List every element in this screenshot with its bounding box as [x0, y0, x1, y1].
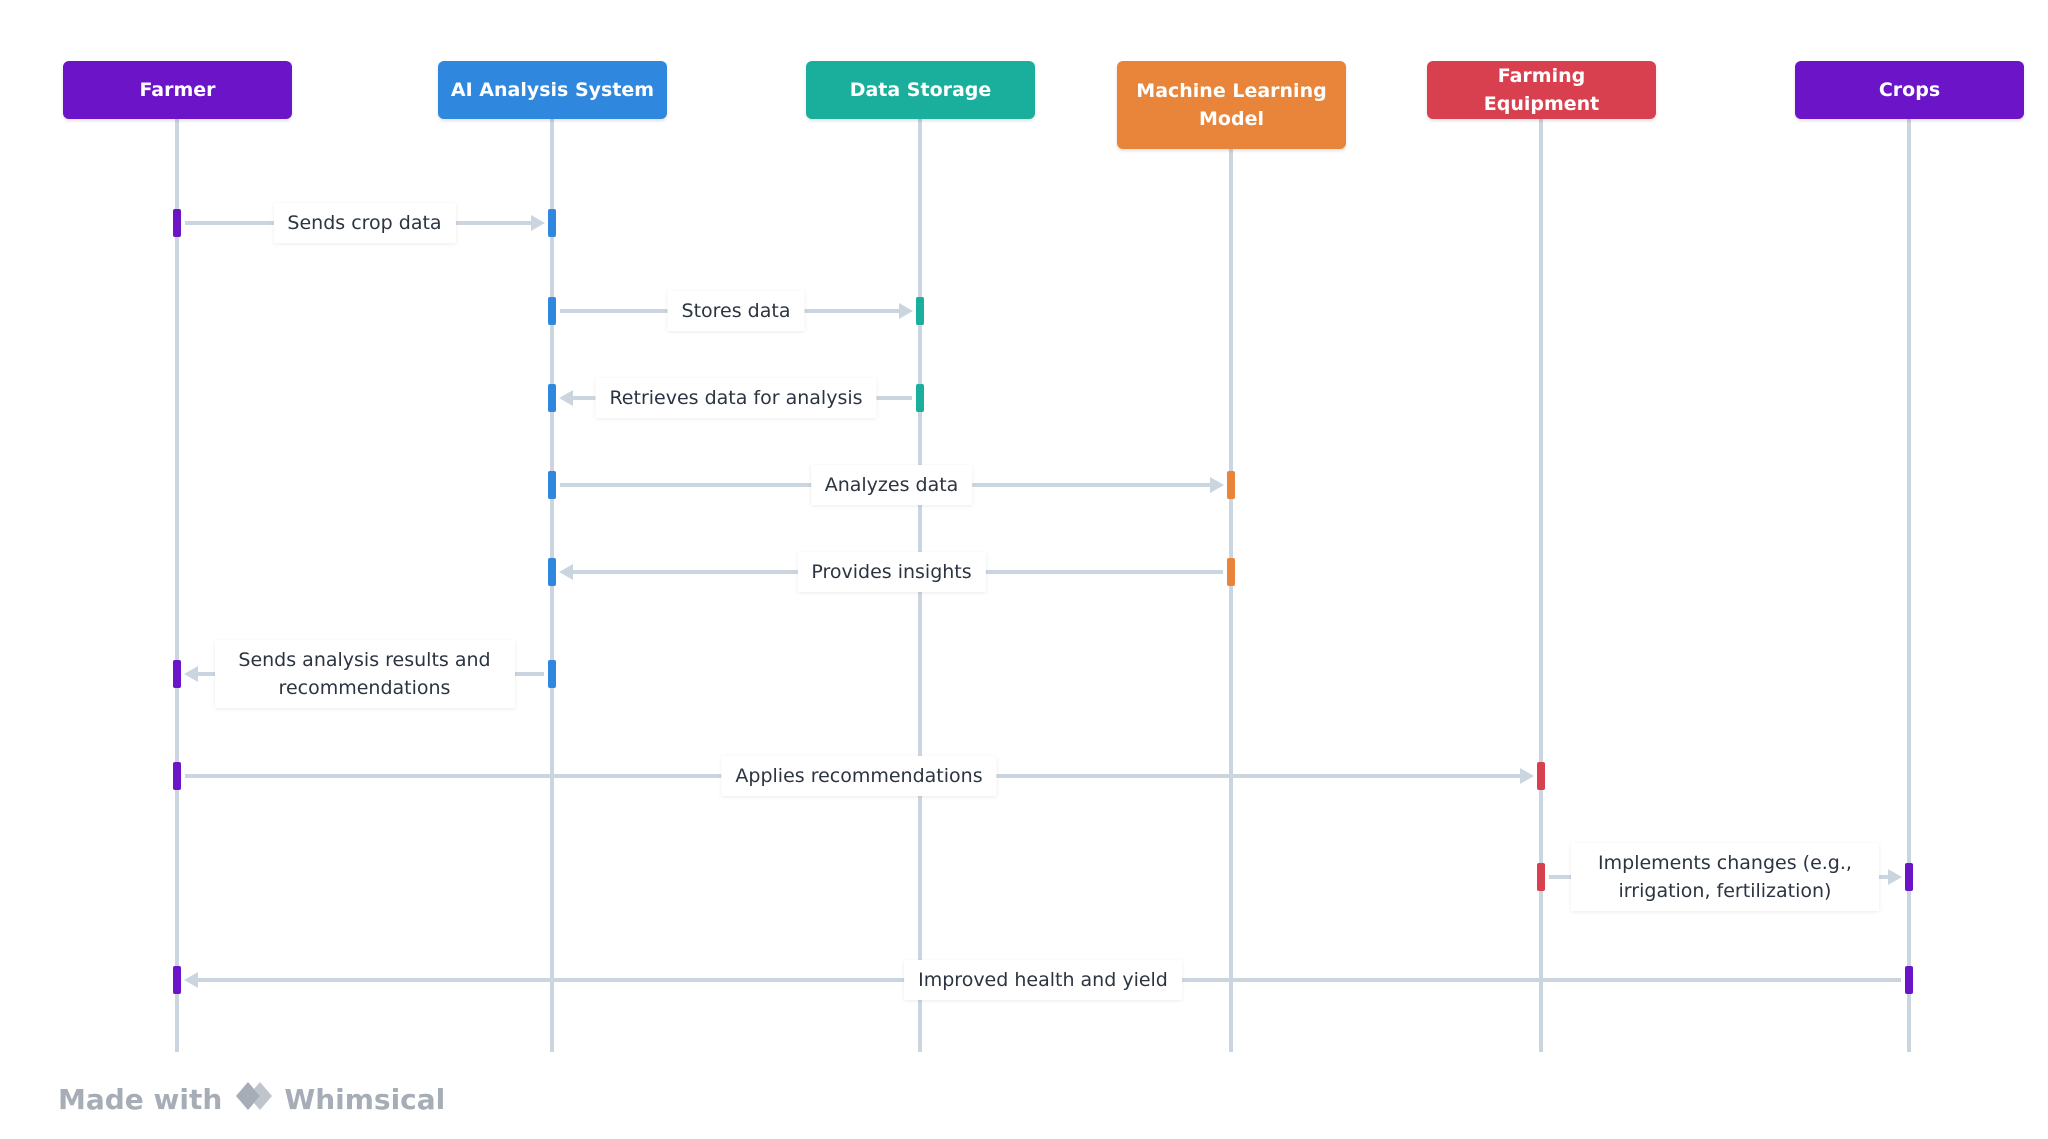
activation-source-2	[548, 297, 556, 325]
made-with-text: Made with	[58, 1083, 223, 1116]
activation-source-3	[916, 384, 924, 412]
lifeline-1	[175, 110, 179, 1052]
whimsical-logo-icon	[234, 1080, 276, 1119]
arrow-head-icon	[559, 390, 573, 406]
activation-target-4	[1227, 471, 1235, 499]
activation-source-7	[173, 762, 181, 790]
message-label-1[interactable]: Sends crop data	[273, 203, 456, 243]
arrow-head-icon	[559, 564, 573, 580]
participant-label: Machine Learning Model	[1136, 80, 1327, 130]
message-label-5[interactable]: Provides insights	[797, 552, 986, 592]
participant-6[interactable]: Crops	[1795, 61, 2024, 119]
arrow-head-icon	[184, 666, 198, 682]
arrow-head-icon	[184, 972, 198, 988]
activation-source-9	[1905, 966, 1913, 994]
message-label-7[interactable]: Applies recommendations	[721, 756, 997, 796]
activation-target-8	[1905, 863, 1913, 891]
message-label-4[interactable]: Analyzes data	[810, 465, 973, 505]
participant-5[interactable]: Farming Equipment	[1427, 61, 1656, 119]
activation-target-5	[548, 558, 556, 586]
activation-target-7	[1537, 762, 1545, 790]
message-label-8[interactable]: Implements changes (e.g., irrigation, fe…	[1571, 843, 1879, 911]
activation-target-9	[173, 966, 181, 994]
participant-3[interactable]: Data Storage	[806, 61, 1035, 119]
arrow-head-icon	[1520, 768, 1534, 784]
lifeline-6	[1907, 110, 1911, 1052]
arrow-head-icon	[1210, 477, 1224, 493]
lifeline-5	[1539, 110, 1543, 1052]
activation-source-5	[1227, 558, 1235, 586]
participant-1[interactable]: Farmer	[63, 61, 292, 119]
message-label-6[interactable]: Sends analysis results and recommendatio…	[214, 640, 515, 708]
whimsical-brand-text: Whimsical	[284, 1083, 446, 1116]
message-label-2[interactable]: Stores data	[667, 291, 805, 331]
arrow-head-icon	[531, 215, 545, 231]
footer-watermark: Made with Whimsical	[58, 1080, 445, 1119]
activation-target-1	[548, 209, 556, 237]
participant-2[interactable]: AI Analysis System	[438, 61, 667, 119]
participant-label: Farmer	[139, 79, 216, 101]
activation-source-4	[548, 471, 556, 499]
participant-label: Data Storage	[849, 79, 992, 101]
message-label-9[interactable]: Improved health and yield	[904, 960, 1182, 1000]
activation-target-3	[548, 384, 556, 412]
activation-target-6	[173, 660, 181, 688]
message-label-3[interactable]: Retrieves data for analysis	[595, 378, 877, 418]
participant-label: Crops	[1878, 79, 1941, 101]
activation-source-8	[1537, 863, 1545, 891]
activation-source-6	[548, 660, 556, 688]
arrow-head-icon	[1888, 869, 1902, 885]
participant-label: Farming Equipment	[1483, 65, 1600, 115]
arrow-head-icon	[899, 303, 913, 319]
participant-label: AI Analysis System	[450, 79, 655, 101]
participant-4[interactable]: Machine Learning Model	[1117, 61, 1346, 149]
activation-source-1	[173, 209, 181, 237]
activation-target-2	[916, 297, 924, 325]
